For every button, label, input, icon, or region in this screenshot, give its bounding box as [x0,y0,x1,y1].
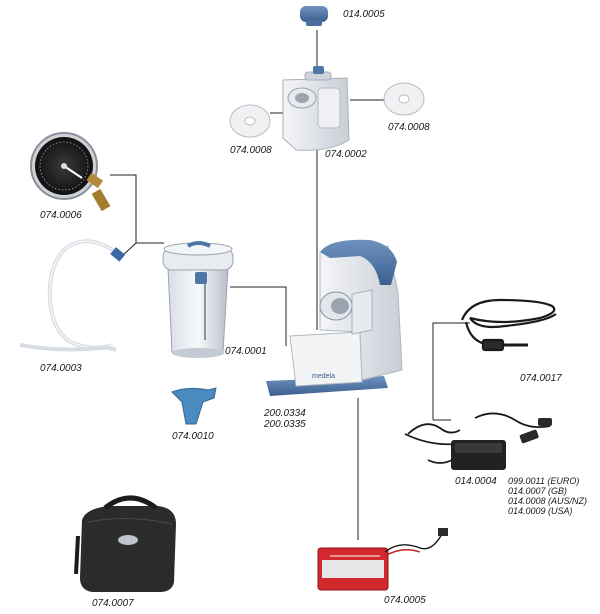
label-canister: 074.0001 [225,346,267,357]
lid-unit-part [282,66,350,151]
label-charger-variant-usa: 014.0009 (USA) [508,506,573,516]
battery-part [317,528,448,591]
connector-lines [110,30,470,540]
label-bag: 074.0007 [92,598,134,609]
label-battery: 074.0005 [384,595,426,606]
disc-left-part [229,104,271,138]
label-knob: 014.0005 [343,9,385,20]
label-filter: 074.0010 [172,431,214,442]
pump-unit-part: medela [266,239,403,396]
label-charger-variant-aus: 014.0008 (AUS/NZ) [508,496,588,506]
label-pump: 200.0334 200.0335 [264,408,306,430]
label-charger-variant-euro: 099.0011 (EURO) [508,476,580,486]
label-pump-1: 200.0334 [264,408,306,419]
tubing-part [19,239,126,352]
bag-part [74,495,176,592]
label-disc-left: 074.0008 [230,145,272,156]
label-gauge: 074.0006 [40,210,82,221]
gauge-part [30,132,111,212]
car-cable-part [460,298,557,352]
label-charger-variants: 099.0011 (EURO) 014.0007 (GB) 014.0008 (… [508,476,587,516]
canister-part [162,241,234,358]
knob-part [300,6,328,26]
label-tubing: 074.0003 [40,363,82,374]
label-disc-right: 074.0008 [388,122,430,133]
disc-right-part [383,82,425,116]
label-pump-2: 200.0335 [264,419,306,430]
label-charger: 014.0004 [455,476,497,487]
label-lid-unit: 074.0002 [325,149,367,160]
label-charger-variant-gb: 014.0007 (GB) [508,486,568,496]
filter-part [171,387,217,425]
label-car-cable: 074.0017 [520,373,562,384]
charger-part [404,412,552,470]
brand-logo-text: medela [312,373,335,380]
